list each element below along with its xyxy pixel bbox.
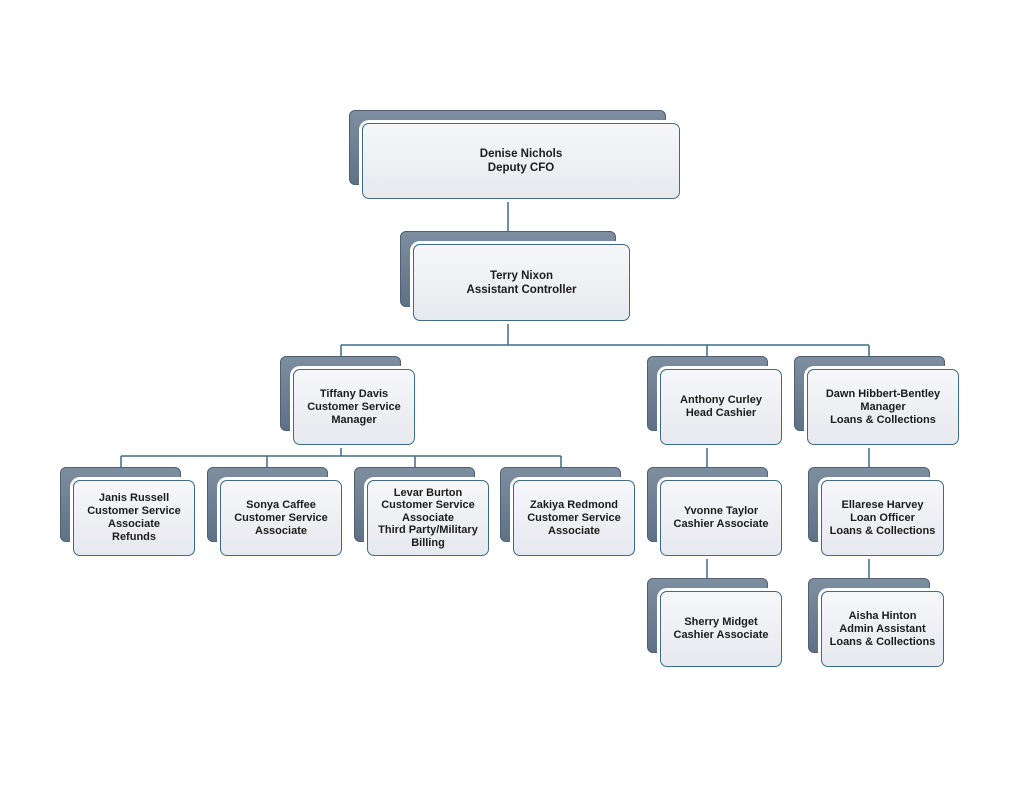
- node-zakiya-redmond: Zakiya Redmond Customer Service Associat…: [500, 467, 635, 556]
- node-title: Billing: [411, 536, 445, 549]
- node-title: Associate: [548, 524, 600, 537]
- node-dawn-hibbert-bentley: Dawn Hibbert-Bentley Manager Loans & Col…: [794, 356, 959, 445]
- node-sherry-midget: Sherry Midget Cashier Associate: [647, 578, 782, 667]
- node-card: Terry Nixon Assistant Controller: [413, 244, 630, 321]
- node-name: Tiffany Davis: [319, 387, 389, 400]
- node-card: Sherry Midget Cashier Associate: [660, 591, 782, 667]
- node-name: Ellarese Harvey: [841, 498, 924, 511]
- node-name: Janis Russell: [98, 492, 170, 504]
- node-name: Terry Nixon: [489, 269, 554, 282]
- node-card: Zakiya Redmond Customer Service Associat…: [513, 480, 635, 556]
- node-card: Denise Nichols Deputy CFO: [362, 123, 680, 199]
- node-name: Anthony Curley: [680, 394, 762, 406]
- node-sonya-caffee: Sonya Caffee Customer Service Associate: [207, 467, 342, 556]
- node-title: Loans & Collections: [829, 635, 936, 648]
- node-name: Sonya Caffee: [246, 498, 316, 511]
- node-card: Yvonne Taylor Cashier Associate: [660, 480, 782, 556]
- node-ellarese-harvey: Ellarese Harvey Loan Officer Loans & Col…: [808, 467, 944, 556]
- node-title: Deputy CFO: [487, 162, 555, 174]
- node-title: Third Party/Military: [378, 524, 478, 537]
- node-card: Tiffany Davis Customer Service Manager: [293, 369, 415, 445]
- node-title: Refunds: [112, 531, 156, 543]
- node-name: Zakiya Redmond: [529, 498, 619, 511]
- node-card: Sonya Caffee Customer Service Associate: [220, 480, 342, 556]
- node-janis-russell: Janis Russell Customer Service Associate…: [60, 467, 195, 556]
- node-aisha-hinton: Aisha Hinton Admin Assistant Loans & Col…: [808, 578, 944, 667]
- node-card: Anthony Curley Head Cashier: [660, 369, 782, 445]
- node-card: Levar Burton Customer Service Associate …: [367, 480, 489, 556]
- node-title: Loans & Collections: [830, 413, 936, 426]
- node-title: Manager: [331, 413, 377, 426]
- node-name: Levar Burton: [393, 486, 463, 499]
- connector-terry-bus: [341, 320, 869, 346]
- node-yvonne-taylor: Yvonne Taylor Cashier Associate: [647, 467, 782, 556]
- node-name: Sherry Midget: [684, 616, 758, 628]
- node-name: Dawn Hibbert-Bentley: [825, 387, 941, 400]
- node-title: Customer Service: [307, 400, 401, 413]
- node-title: Assistant Controller: [466, 283, 577, 296]
- node-card: Dawn Hibbert-Bentley Manager Loans & Col…: [807, 369, 959, 445]
- node-levar-burton: Levar Burton Customer Service Associate …: [354, 467, 489, 556]
- node-name: Aisha Hinton: [848, 609, 917, 622]
- node-title: Head Cashier: [685, 407, 757, 419]
- node-card: Ellarese Harvey Loan Officer Loans & Col…: [821, 480, 944, 556]
- node-title: Loans & Collections: [829, 524, 936, 537]
- node-title: Loan Officer: [850, 511, 915, 524]
- node-title: Customer Service: [87, 505, 181, 517]
- node-denise-nichols: Denise Nichols Deputy CFO: [349, 110, 680, 199]
- node-title: Cashier Associate: [673, 518, 769, 530]
- node-title: Associate: [255, 524, 307, 537]
- node-anthony-curley: Anthony Curley Head Cashier: [647, 356, 782, 445]
- node-title: Customer Service: [381, 499, 475, 512]
- node-title: Associate: [402, 511, 454, 524]
- node-card: Aisha Hinton Admin Assistant Loans & Col…: [821, 591, 944, 667]
- node-title: Manager: [860, 400, 906, 413]
- node-title: Customer Service: [234, 511, 328, 524]
- node-title: Admin Assistant: [839, 622, 926, 635]
- node-tiffany-davis: Tiffany Davis Customer Service Manager: [280, 356, 415, 445]
- node-card: Janis Russell Customer Service Associate…: [73, 480, 195, 556]
- node-name: Denise Nichols: [479, 148, 563, 160]
- node-title: Customer Service: [527, 511, 621, 524]
- node-title: Cashier Associate: [673, 629, 769, 641]
- node-name: Yvonne Taylor: [683, 505, 759, 517]
- node-terry-nixon: Terry Nixon Assistant Controller: [400, 231, 630, 321]
- connector-tiffany-bus: [121, 444, 561, 457]
- node-title: Associate: [108, 518, 160, 530]
